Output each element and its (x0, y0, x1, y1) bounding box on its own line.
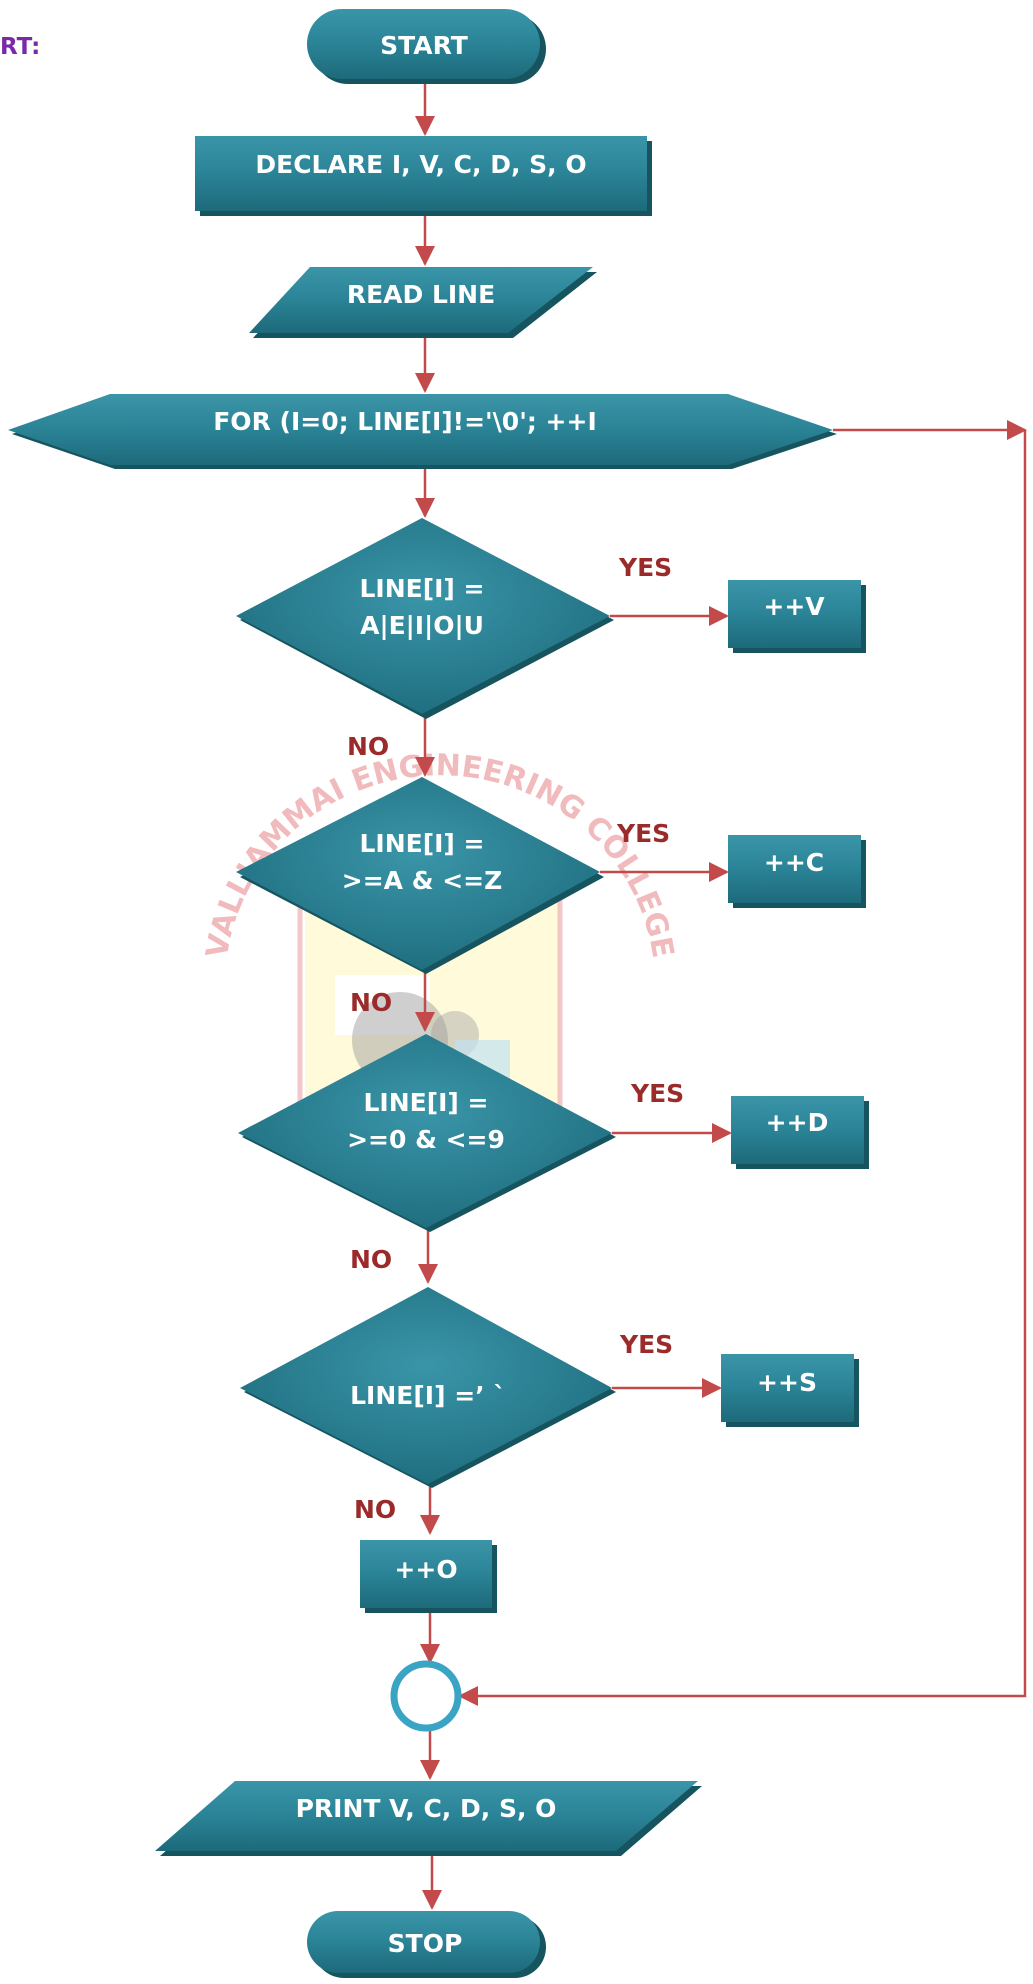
inc-o-label: ++O (394, 1555, 457, 1584)
inc-v-label: ++V (763, 592, 825, 621)
decision-vowel-line1: LINE[I] = (359, 574, 484, 603)
stop-terminal: STOP (307, 1911, 546, 1978)
yes-label-space: YES (619, 1330, 673, 1359)
connector-lines (415, 84, 1027, 1910)
inc-c-label: ++C (764, 848, 824, 877)
decision-space-label: LINE[I] =’ ` (350, 1381, 506, 1410)
decision-uppercase-line1: LINE[I] = (359, 829, 484, 858)
decision-vowel-line2: A|E|I|O|U (360, 611, 484, 640)
start-terminal: START (307, 9, 546, 84)
decision-uppercase-line2: >=A & <=Z (342, 866, 502, 895)
process-inc-d: ++D (731, 1096, 869, 1169)
decision-digit: LINE[I] = >=0 & <=9 (238, 1034, 616, 1232)
inc-s-label: ++S (757, 1368, 817, 1397)
yes-label-uppercase: YES (616, 819, 670, 848)
decision-digit-line1: LINE[I] = (363, 1088, 488, 1117)
declare-process: DECLARE I, V, C, D, S, O (195, 136, 652, 216)
declare-label: DECLARE I, V, C, D, S, O (255, 150, 586, 179)
print-output: PRINT V, C, D, S, O (155, 1781, 702, 1856)
print-label: PRINT V, C, D, S, O (296, 1794, 557, 1823)
process-inc-v: ++V (728, 580, 866, 653)
read-input: READ LINE (249, 267, 597, 338)
decision-uppercase: LINE[I] = >=A & <=Z (236, 777, 604, 974)
page-heading: RT: (0, 34, 41, 60)
process-inc-s: ++S (721, 1354, 859, 1427)
process-inc-c: ++C (728, 835, 866, 908)
decision-vowel: LINE[I] = A|E|I|O|U (236, 518, 614, 719)
yes-label-digit: YES (630, 1079, 684, 1108)
for-loop-hexagon: FOR (I=0; LINE[I]!='\0'; ++I (8, 394, 837, 469)
read-label: READ LINE (347, 280, 495, 309)
no-label-uppercase: NO (350, 988, 392, 1017)
stop-label: STOP (388, 1929, 463, 1958)
decision-digit-line2: >=0 & <=9 (347, 1125, 505, 1154)
no-label-space: NO (354, 1495, 396, 1524)
junction-connector (390, 1660, 462, 1732)
decision-space: LINE[I] =’ ` (240, 1287, 616, 1488)
start-label: START (380, 31, 468, 60)
for-loop-label: FOR (I=0; LINE[I]!='\0'; ++I (213, 407, 597, 436)
yes-label-vowel: YES (618, 553, 672, 582)
inc-d-label: ++D (766, 1108, 829, 1137)
no-label-vowel: NO (347, 732, 389, 761)
no-label-digit: NO (350, 1245, 392, 1274)
process-inc-o: ++O (360, 1540, 497, 1613)
line-loop-return (458, 430, 1027, 1706)
